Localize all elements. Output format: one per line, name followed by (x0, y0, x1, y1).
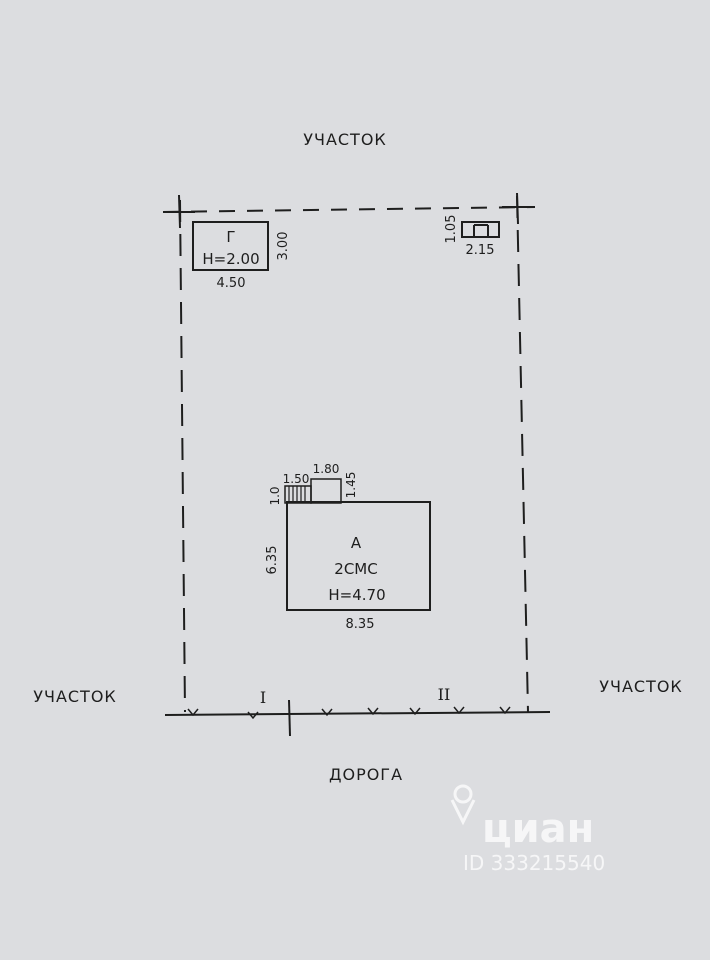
gate-1-label: I (260, 688, 266, 707)
porch-depth-dim: 1.45 (344, 472, 358, 499)
fence-tick (409, 707, 421, 716)
house-depth-dim: 6.35 (265, 546, 280, 575)
fence-tick (367, 707, 379, 716)
corner-cross-top-right-v (516, 192, 519, 225)
fence-tick (247, 711, 259, 720)
porch-left-depth-dim: 1.0 (268, 486, 282, 505)
watermark: циан ID 333215540 (450, 784, 605, 875)
fence-tick (187, 708, 199, 717)
small-building-outline (461, 221, 500, 238)
corner-markers (163, 192, 535, 737)
small-building: 2.15 1.05 (444, 215, 500, 258)
porch-left-width-dim: 1.50 (283, 472, 310, 486)
location-pin-icon (450, 784, 476, 826)
plot-right-label: УЧАСТОК (599, 677, 683, 696)
road-label: ДОРОГА (329, 765, 403, 784)
porch (310, 478, 342, 504)
plot-top-label: УЧАСТОК (303, 130, 387, 149)
house: А 2СМС Н=4.70 8.35 6.35 1.50 1.80 1.0 1.… (265, 462, 431, 632)
fence-tick (453, 706, 465, 715)
small-building-depth-dim: 1.05 (444, 215, 459, 244)
garage: Г Н=2.00 4.50 3.00 (192, 221, 291, 291)
house-width-dim: 8.35 (346, 617, 375, 632)
gate-2-label: II (438, 685, 451, 704)
small-building-width-dim: 2.15 (466, 243, 495, 258)
corner-cross-top-left-v (178, 194, 181, 229)
plot-left-label: УЧАСТОК (33, 687, 117, 706)
watermark-brand: циан (482, 806, 594, 852)
house-letter: А (351, 534, 362, 552)
porch-width-dim: 1.80 (313, 462, 340, 476)
fence-tick (321, 708, 333, 717)
garage-depth-dim: 3.00 (276, 232, 291, 261)
house-height: Н=4.70 (328, 586, 385, 604)
house-outline (286, 501, 431, 611)
garage-width-dim: 4.50 (217, 276, 246, 291)
right-boundary-line (516, 195, 529, 713)
corner-cross-bottom-v (288, 699, 291, 737)
stair-hatching (288, 486, 306, 503)
fence-tick (499, 706, 511, 715)
house-floors: 2СМС (334, 560, 377, 578)
garage-outline (192, 221, 269, 271)
garage-height: Н=2.00 (202, 250, 259, 268)
road-boundary-line (164, 711, 551, 716)
left-boundary-line (179, 199, 186, 713)
watermark-id: ID 333215540 (463, 851, 605, 875)
top-boundary-line (162, 206, 536, 213)
garage-letter: Г (226, 228, 235, 246)
plot-boundary (162, 195, 551, 716)
fence-ticks (187, 706, 511, 720)
